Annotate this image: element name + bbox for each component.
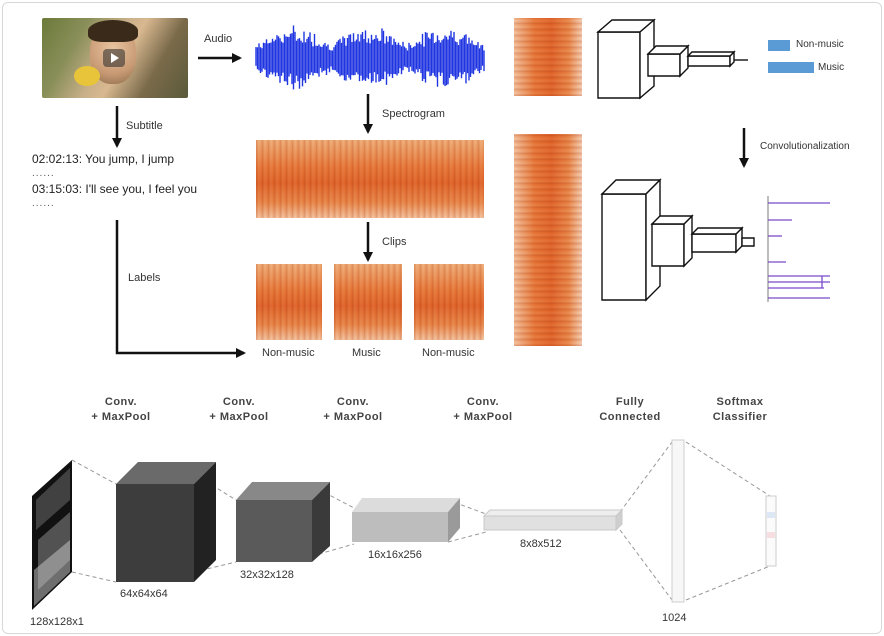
subtitle-line-1: 02:02:13: You jump, I jump: [32, 152, 175, 166]
stage-header-fc: Fully Connected: [599, 396, 661, 423]
spectrogram-label: Spectrogram: [382, 108, 445, 120]
subtitle-dots-2: ......: [32, 198, 55, 209]
projection-lines: [71, 441, 771, 601]
legend-label-music: Music: [818, 62, 845, 73]
play-button-icon[interactable]: [103, 49, 125, 67]
labels-label: Labels: [128, 272, 161, 284]
clip-spectrogram-1: [256, 264, 322, 340]
block-2-dim: 32x32x128: [240, 569, 294, 581]
yellow-object: [74, 66, 100, 86]
cnn-block-3: [352, 498, 460, 542]
block-3-dim: 16x16x256: [368, 549, 422, 561]
convolutionalization-label: Convolutionalization: [760, 141, 850, 152]
stage-header-2: Conv. + MaxPool: [209, 396, 269, 423]
stage-header-1: Conv. + MaxPool: [91, 396, 151, 423]
input-dim: 128x128x1: [30, 616, 84, 628]
stage-header-3: Conv. + MaxPool: [323, 396, 383, 423]
cnn-block-4: [482, 508, 624, 532]
subtitle-dots-1: ......: [32, 168, 55, 179]
clips-label: Clips: [382, 236, 407, 248]
block-4-dim: 8x8x512: [520, 538, 562, 550]
clip-spectrogram-3: [414, 264, 484, 340]
spectrogram-vertical-tall: [514, 134, 582, 346]
spectrogram-vertical-top: [514, 18, 582, 96]
subtitle-line-2: 03:15:03: I'll see you, I feel you: [32, 182, 198, 196]
mini-network-bottom: [600, 178, 755, 302]
spike-output-plot: [767, 196, 830, 302]
legend-label-non-music: Non-music: [796, 39, 844, 50]
legend-bar-non-music: [768, 40, 790, 51]
subtitle-label: Subtitle: [126, 120, 163, 132]
cnn-block-2: [236, 482, 330, 562]
clip-spectrogram-2: [334, 264, 402, 340]
video-thumbnail[interactable]: [42, 18, 188, 98]
softmax-layer: [765, 495, 777, 567]
stage-header-softmax: Softmax Classifier: [712, 396, 768, 423]
spectrogram-full: [256, 140, 484, 218]
audio-waveform: [255, 25, 485, 90]
cnn-input-slab: [32, 460, 72, 610]
clip-label-1: Non-music: [262, 347, 315, 359]
block-1-dim: 64x64x64: [120, 588, 168, 600]
stage-header-4: Conv. + MaxPool: [453, 396, 513, 423]
clip-label-3: Non-music: [422, 347, 475, 359]
clip-label-2: Music: [352, 347, 381, 359]
legend-bar-music: [768, 62, 814, 73]
fc-dim: 1024: [662, 612, 687, 624]
mini-network-top: [596, 18, 748, 100]
cnn-block-1: [116, 462, 216, 582]
fully-connected-layer: [671, 439, 685, 603]
play-triangle-icon: [111, 53, 119, 63]
labels-arrow: [115, 220, 246, 358]
video-subject-hair: [88, 20, 138, 42]
audio-label: Audio: [204, 33, 233, 45]
